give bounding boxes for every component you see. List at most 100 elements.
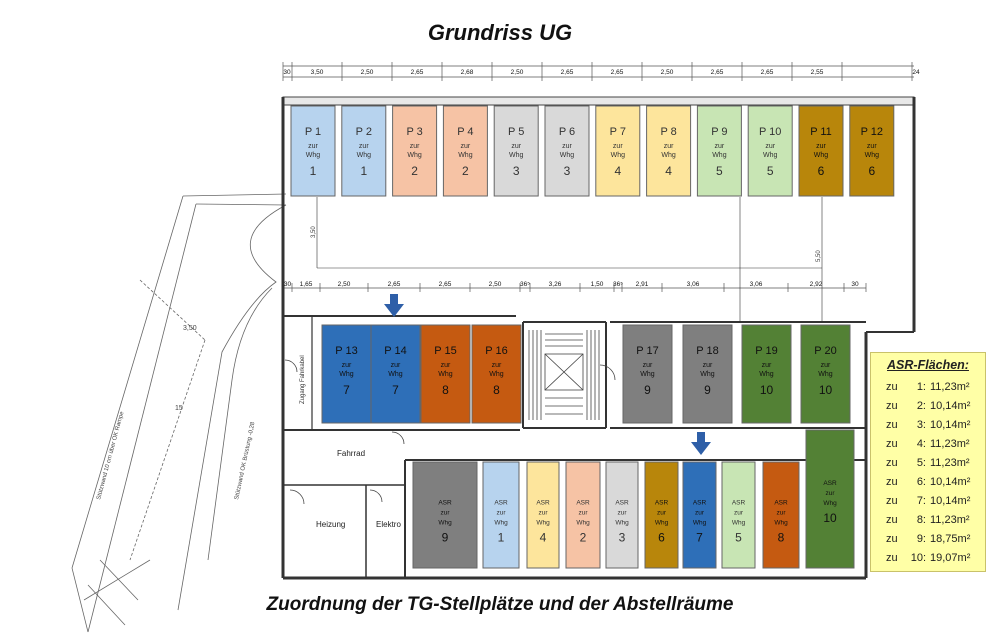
legend-prefix: zu — [886, 495, 898, 507]
dim-label: 2,65 — [388, 281, 401, 288]
asr-label: ASR — [774, 499, 788, 506]
parking-space — [370, 324, 421, 424]
whg-label: Whg — [814, 152, 829, 159]
dim-label: 24 — [912, 69, 920, 76]
ramp — [71, 193, 287, 633]
ramp-dim: 3,50 — [183, 325, 197, 332]
zur-label: zur — [867, 143, 877, 150]
whg-number: 3 — [619, 530, 626, 544]
legend-value: 11,23m² — [930, 457, 970, 469]
legend-number: 6: — [916, 476, 926, 488]
legend-number: 3: — [916, 419, 926, 431]
whg-number: 10 — [819, 383, 833, 397]
room-zugang: Zugang Fahrkabel — [300, 355, 306, 404]
asr-label: ASR — [536, 499, 550, 506]
whg-number: 2 — [411, 164, 418, 178]
zur-label: zur — [410, 143, 420, 150]
top-dimension-line — [283, 65, 914, 78]
legend-prefix: zu — [886, 438, 898, 450]
legend-value: 19,07m² — [930, 552, 971, 564]
legend-number: 2: — [916, 400, 926, 412]
whg-number: 7 — [696, 530, 703, 544]
asr-label: ASR — [693, 499, 707, 506]
parking-number: P 10 — [759, 126, 781, 138]
legend-title: ASR-Flächen: — [887, 358, 969, 372]
parking-number: P 18 — [696, 345, 718, 357]
zur-label: zur — [762, 362, 772, 369]
whg-number: 1 — [360, 164, 367, 178]
whg-label: Whg — [818, 371, 833, 378]
parking-space — [747, 105, 793, 197]
whg-label: Whg — [438, 519, 452, 526]
parking-number: P 7 — [610, 126, 626, 138]
zur-label: zur — [308, 143, 318, 150]
zur-label: zur — [492, 362, 502, 369]
room-heizung: Heizung — [316, 520, 345, 529]
page-title: Grundriss UG — [427, 20, 573, 45]
parking-number: P 2 — [356, 126, 372, 138]
side-dim-b: 5,50 — [816, 250, 822, 262]
dim-label: 2,65 — [711, 69, 724, 76]
asr-room — [605, 461, 639, 569]
zur-label: zur — [695, 509, 705, 516]
parking-number: P 6 — [559, 126, 575, 138]
legend-prefix: zu — [886, 457, 898, 469]
whg-label: Whg — [732, 519, 746, 526]
asr-room — [721, 461, 756, 569]
whg-number: 5 — [716, 164, 723, 178]
whg-label: Whg — [489, 371, 504, 378]
asr-label: ASR — [823, 480, 837, 487]
whg-number: 8 — [493, 383, 500, 397]
dim-label: 2,65 — [611, 69, 624, 76]
whg-number: 10 — [760, 383, 774, 397]
legend-prefix: zu — [886, 514, 898, 526]
asr-room — [412, 461, 478, 569]
whg-number: 8 — [442, 383, 449, 397]
zur-label: zur — [643, 362, 653, 369]
legend-number: 8: — [916, 514, 926, 526]
legend-value: 10,14m² — [930, 476, 971, 488]
dim-label: 2,55 — [811, 69, 824, 76]
zur-label: zur — [765, 143, 775, 150]
building-outline — [281, 96, 916, 580]
page-subtitle: Zuordnung der TG-Stellplätze und der Abs… — [266, 594, 734, 615]
whg-number: 5 — [735, 530, 742, 544]
dim-label: 1,65 — [300, 281, 313, 288]
zur-label: zur — [613, 143, 623, 150]
whg-label: Whg — [438, 371, 453, 378]
whg-label: Whg — [640, 371, 655, 378]
parking-number: P 15 — [434, 345, 456, 357]
parking-space — [321, 324, 372, 424]
dim-label: 36⁵ — [613, 281, 623, 288]
parking-number: P 9 — [711, 126, 727, 138]
whg-number: 3 — [564, 164, 571, 178]
zur-label: zur — [825, 490, 835, 497]
parking-space — [493, 105, 539, 197]
asr-room — [762, 461, 800, 569]
asr-label: ASR — [494, 499, 508, 506]
whg-label: Whg — [693, 519, 707, 526]
zur-label: zur — [342, 362, 352, 369]
dim-label: 3,06 — [750, 281, 763, 288]
whg-number: 8 — [778, 530, 785, 544]
legend-number: 7: — [916, 495, 926, 507]
parking-number: P 14 — [384, 345, 406, 357]
whg-number: 4 — [665, 164, 672, 178]
dim-label: 2,92 — [810, 281, 823, 288]
zur-label: zur — [440, 509, 450, 516]
dim-label: 2,65 — [561, 69, 574, 76]
dim-label: 1,50 — [591, 281, 604, 288]
legend-value: 11,23m² — [930, 438, 970, 450]
whg-label: Whg — [536, 519, 550, 526]
whg-label: Whg — [576, 519, 590, 526]
whg-number: 6 — [658, 530, 665, 544]
whg-number: 7 — [392, 383, 399, 397]
ramp-small: 15 — [175, 405, 183, 412]
zur-label: zur — [715, 143, 725, 150]
dim-label: 2,91 — [636, 281, 649, 288]
dim-label: 2,65 — [439, 281, 452, 288]
asr-label: ASR — [615, 499, 629, 506]
arrow-down-icon — [384, 294, 404, 317]
